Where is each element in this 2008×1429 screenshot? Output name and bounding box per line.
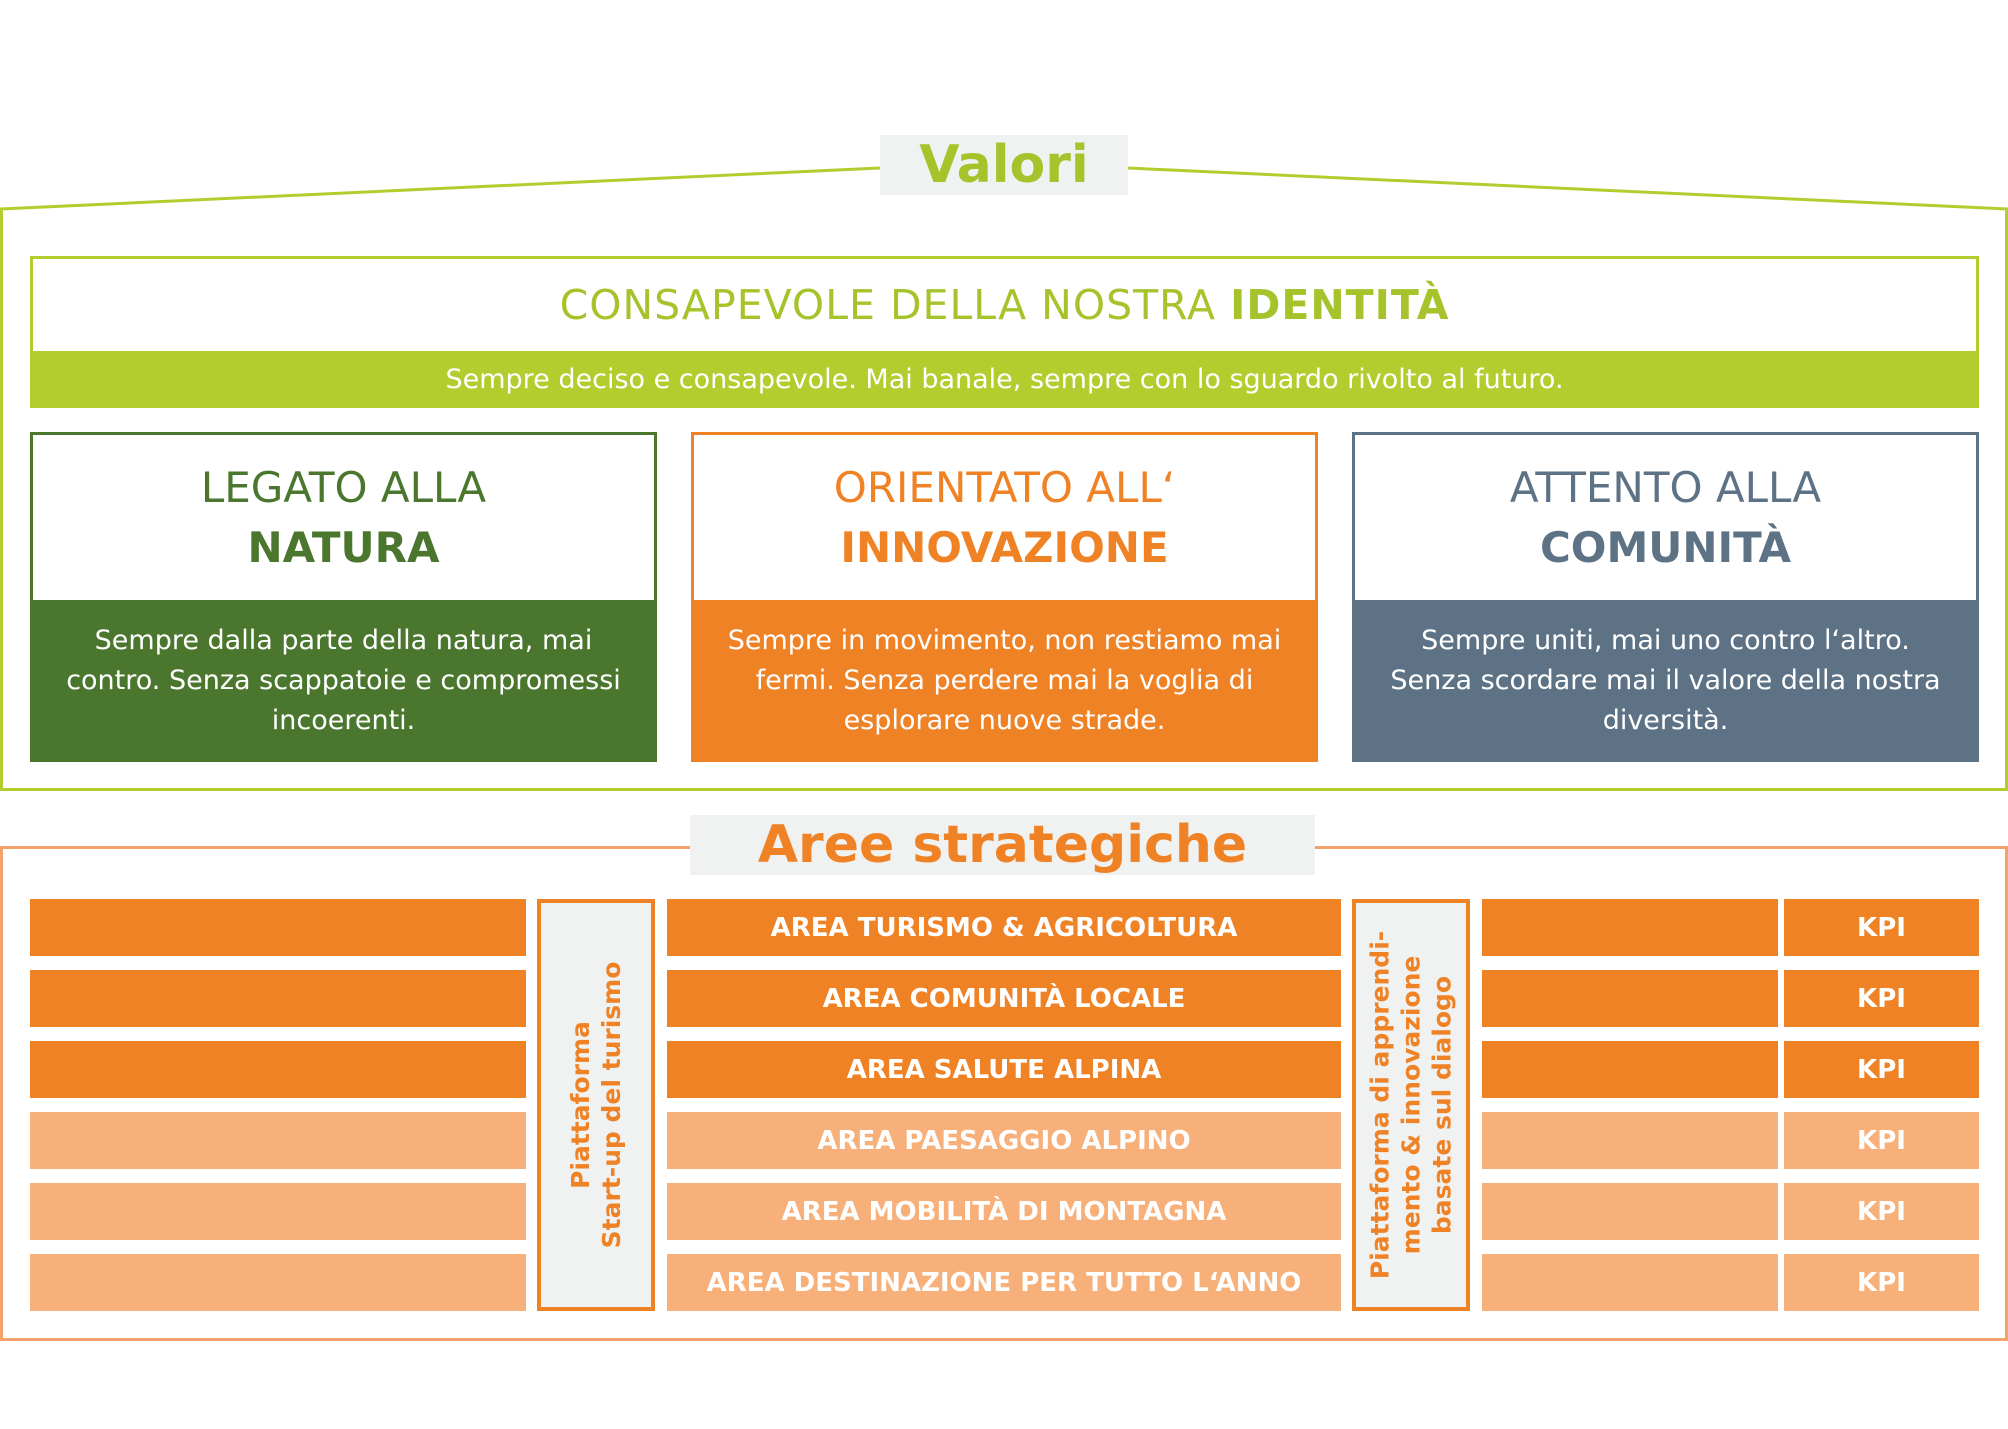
area-bar-destinazione-anno: AREA DESTINAZIONE PER TUTTO L‘ANNO [667, 1254, 1341, 1311]
value-card-heading: LEGATO ALLA NATURA [33, 435, 654, 600]
left-bar-5 [30, 1183, 526, 1240]
kpi-bar: KPI [1784, 1254, 1979, 1311]
valori-frame [0, 211, 2008, 791]
platform-left-line1: Piattaforma [566, 1021, 595, 1189]
area-bar-turismo-agricoltura: AREA TURISMO & AGRICOLTURA [667, 899, 1341, 956]
value-card-line2: COMUNITÀ [1539, 522, 1792, 572]
value-card-line2: NATURA [247, 522, 440, 572]
right-bar-1 [1482, 899, 1778, 956]
platform-apprendimento-innovazione: Piattaforma di apprendi- mento & innovaz… [1352, 899, 1470, 1311]
kpi-bar: KPI [1784, 1041, 1979, 1098]
left-bar-3 [30, 1041, 526, 1098]
value-card-comunita: ATTENTO ALLA COMUNITÀ Sempre uniti, mai … [1352, 432, 1979, 762]
identity-subtitle: Sempre deciso e consapevole. Mai banale,… [33, 351, 1976, 407]
value-card-body: Sempre uniti, mai uno contro l‘altro. Se… [1355, 600, 1976, 762]
platform-right-line1: Piattaforma di apprendi- [1365, 930, 1395, 1280]
identity-title: CONSAPEVOLE DELLA NOSTRA IDENTITÀ [33, 259, 1976, 351]
left-bar-4 [30, 1112, 526, 1169]
area-bar-mobilita-montagna: AREA MOBILITÀ DI MONTAGNA [667, 1183, 1341, 1240]
right-bar-6 [1482, 1254, 1778, 1311]
value-card-innovazione: ORIENTATO ALL‘ INNOVAZIONE Sempre in mov… [691, 432, 1318, 762]
identity-title-strong: IDENTITÀ [1230, 281, 1450, 329]
kpi-bar: KPI [1784, 970, 1979, 1027]
platform-right-line3: basate sul dialogo [1427, 975, 1457, 1235]
value-card-natura: LEGATO ALLA NATURA Sempre dalla parte de… [30, 432, 657, 762]
left-bar-2 [30, 970, 526, 1027]
area-bar-paesaggio-alpino: AREA PAESAGGIO ALPINO [667, 1112, 1341, 1169]
platform-startup-turismo-label: Piattaforma Start-up del turismo [565, 962, 627, 1249]
valori-title: Valori [880, 135, 1128, 195]
platform-apprendimento-label: Piattaforma di apprendi- mento & innovaz… [1365, 931, 1458, 1279]
value-card-body: Sempre dalla parte della natura, mai con… [33, 600, 654, 762]
value-card-heading: ORIENTATO ALL‘ INNOVAZIONE [694, 435, 1315, 600]
left-bar-6 [30, 1254, 526, 1311]
right-bar-2 [1482, 970, 1778, 1027]
platform-left-line2: Start-up del turismo [597, 961, 626, 1249]
aree-title: Aree strategiche [690, 815, 1315, 875]
value-card-heading: ATTENTO ALLA COMUNITÀ [1355, 435, 1976, 600]
right-bar-3 [1482, 1041, 1778, 1098]
identity-box: CONSAPEVOLE DELLA NOSTRA IDENTITÀ Sempre… [30, 256, 1979, 408]
kpi-bar: KPI [1784, 899, 1979, 956]
kpi-bar: KPI [1784, 1112, 1979, 1169]
area-bar-salute-alpina: AREA SALUTE ALPINA [667, 1041, 1341, 1098]
value-card-line1: ATTENTO ALLA [1509, 462, 1822, 512]
value-card-line2: INNOVAZIONE [840, 522, 1169, 572]
value-card-body: Sempre in movimento, non restiamo mai fe… [694, 600, 1315, 762]
area-bar-comunita-locale: AREA COMUNITÀ LOCALE [667, 970, 1341, 1027]
right-bar-4 [1482, 1112, 1778, 1169]
value-card-line1: ORIENTATO ALL‘ [833, 462, 1176, 512]
platform-startup-turismo: Piattaforma Start-up del turismo [537, 899, 655, 1311]
right-bar-5 [1482, 1183, 1778, 1240]
value-card-line1: LEGATO ALLA [200, 462, 487, 512]
platform-right-line2: mento & innovazione [1396, 955, 1426, 1255]
kpi-bar: KPI [1784, 1183, 1979, 1240]
identity-title-prefix: CONSAPEVOLE DELLA NOSTRA [559, 281, 1231, 329]
left-bar-1 [30, 899, 526, 956]
